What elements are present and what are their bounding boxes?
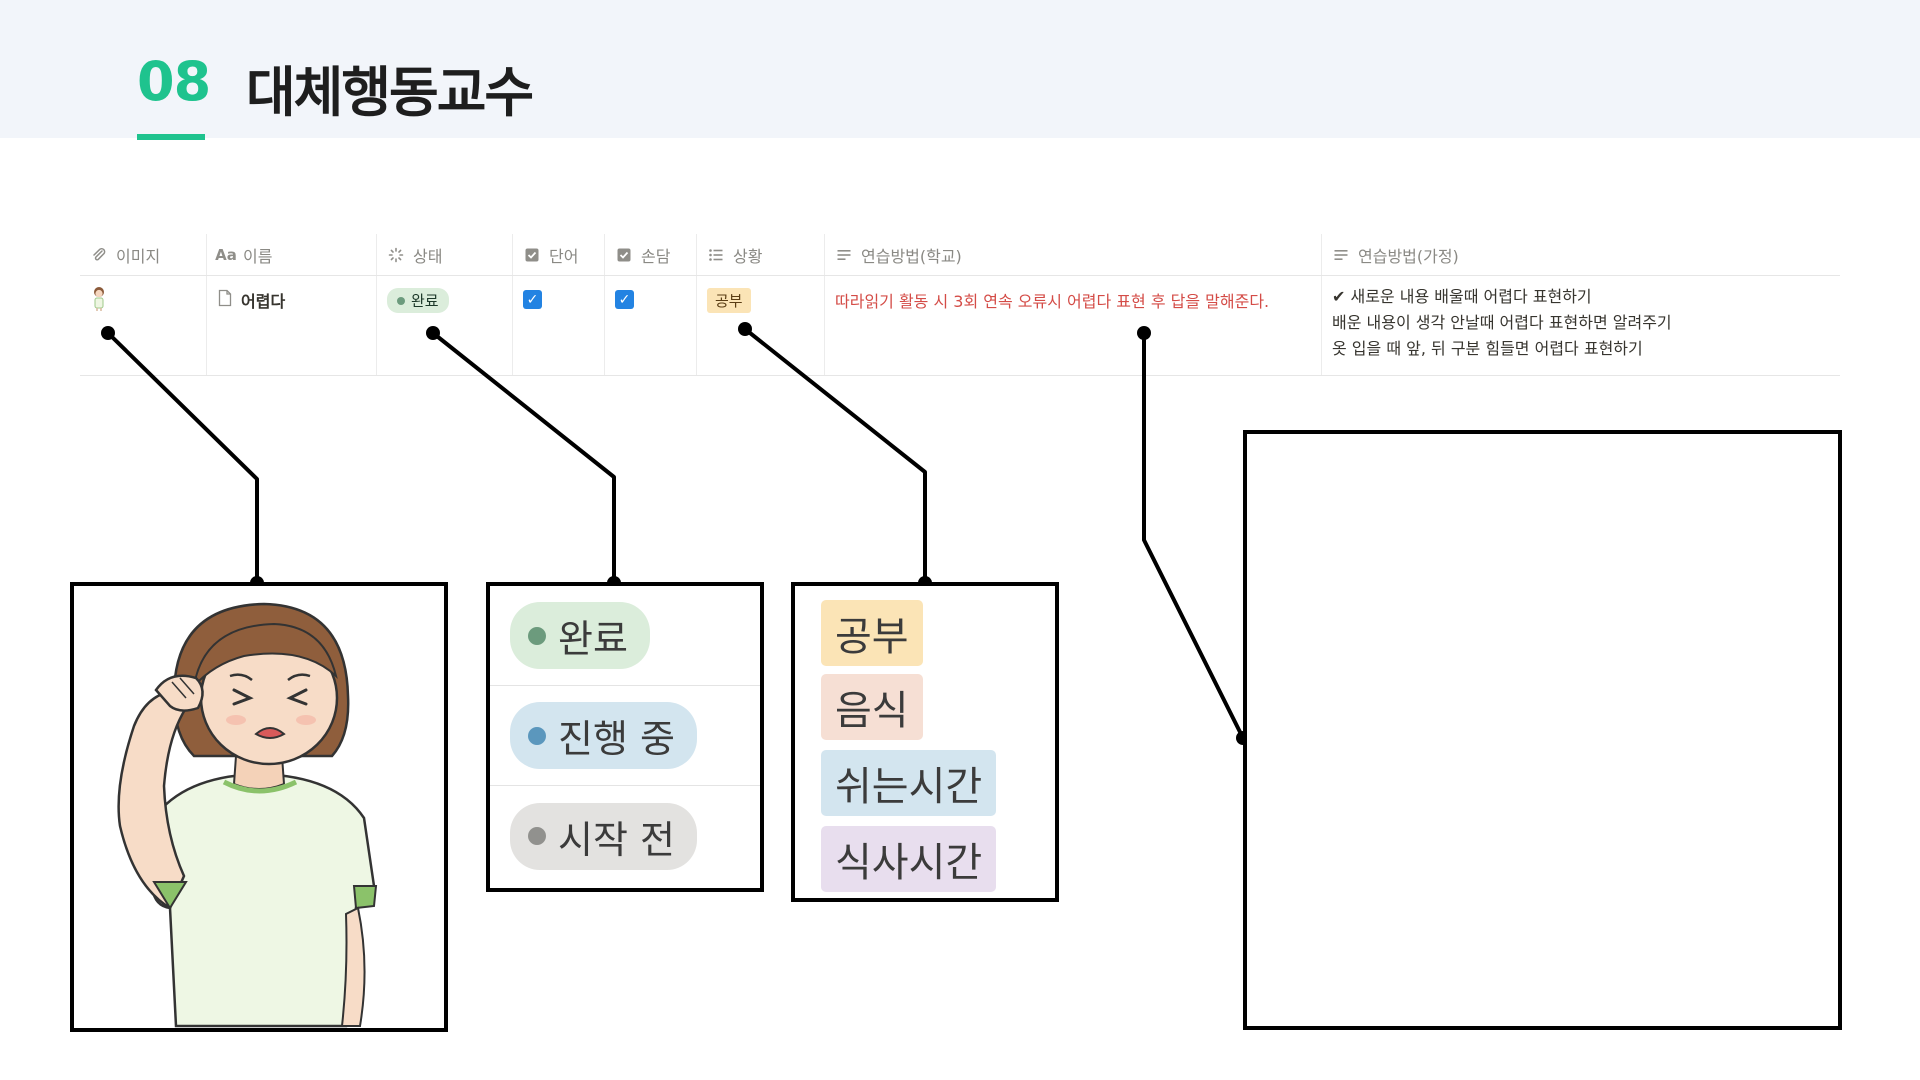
cell-school-method[interactable]: 따라읽기 활동 시 3회 연속 오류시 어렵다 표현 후 답을 말해준다. — [824, 276, 1321, 375]
status-dot — [528, 626, 546, 645]
cell-name[interactable]: 어렵다 — [206, 276, 376, 375]
status-dot — [397, 296, 405, 305]
cell-image[interactable] — [80, 276, 206, 375]
status-option-pill[interactable]: 진행 중 — [510, 702, 697, 769]
col-label: 연습방법(가정) — [1358, 247, 1459, 266]
col-label: 상황 — [733, 247, 763, 266]
situation-option-tag[interactable]: 공부 — [821, 600, 923, 666]
checkbox-icon — [615, 246, 633, 264]
character-thumbnail — [94, 287, 104, 311]
home-method-line: 배운 내용이 생각 안날때 어렵다 표현하면 알려주기 — [1332, 313, 1672, 332]
text-lines-icon — [835, 246, 853, 264]
page-title: 대체행동교수 — [246, 61, 534, 124]
checkbox-icon — [523, 246, 541, 264]
status-options-callout: 완료 진행 중 시작 전 — [486, 582, 764, 892]
col-header-image[interactable]: 이미지 — [80, 234, 206, 275]
status-option-pill[interactable]: 완료 — [510, 602, 650, 669]
school-method-text: 따라읽기 활동 시 3회 연속 오류시 어렵다 표현 후 답을 말해준다. — [835, 292, 1270, 311]
status-pill[interactable]: 완료 — [387, 288, 449, 313]
cell-sondam[interactable]: ✓ — [604, 276, 696, 375]
status-option[interactable]: 진행 중 — [490, 686, 760, 786]
status-label: 완료 — [411, 292, 439, 310]
col-label: 손담 — [641, 247, 671, 266]
status-option-label: 완료 — [558, 617, 628, 661]
text-aa-icon: Aa — [215, 246, 237, 264]
situation-options-callout: 공부 음식 쉬는시간 식사시간 — [791, 582, 1059, 902]
page-document-icon — [217, 289, 233, 311]
status-option-pill[interactable]: 시작 전 — [510, 802, 697, 870]
status-option-label: 진행 중 — [558, 717, 675, 761]
col-label: 이미지 — [116, 247, 161, 266]
page-header: 08 대체행동교수 — [0, 0, 1920, 140]
status-option-label: 시작 전 — [558, 817, 675, 862]
situation-tag[interactable]: 공부 — [707, 288, 751, 313]
situation-option-tag[interactable]: 음식 — [821, 674, 923, 740]
col-header-name[interactable]: Aa 이름 — [206, 234, 376, 275]
cell-word[interactable]: ✓ — [512, 276, 604, 375]
status-loader-icon — [387, 246, 405, 264]
troubled-character-illustration — [74, 586, 444, 1028]
col-header-sondam[interactable]: 손담 — [604, 234, 696, 275]
situation-option-tag[interactable]: 쉬는시간 — [821, 750, 997, 816]
col-header-school-method[interactable]: 연습방법(학교) — [824, 234, 1321, 275]
cell-situation[interactable]: 공부 — [696, 276, 824, 375]
section-number-underline — [137, 134, 205, 140]
paperclip-icon — [90, 246, 108, 264]
col-label: 연습방법(학교) — [861, 247, 962, 266]
col-label: 상태 — [413, 247, 443, 266]
status-option[interactable]: 시작 전 — [490, 786, 760, 886]
sondam-checkbox[interactable]: ✓ — [615, 290, 634, 309]
cell-status[interactable]: 완료 — [376, 276, 512, 375]
col-header-word[interactable]: 단어 — [512, 234, 604, 275]
section-number: 08 — [137, 50, 211, 113]
col-header-status[interactable]: 상태 — [376, 234, 512, 275]
image-callout-box — [70, 582, 448, 1032]
empty-callout-box — [1243, 430, 1842, 1030]
status-option[interactable]: 완료 — [490, 586, 760, 686]
cell-home-method[interactable]: ✔ 새로운 내용 배울때 어렵다 표현하기 배운 내용이 생각 안날때 어렵다 … — [1321, 276, 1840, 375]
home-method-line: 옷 입을 때 앞, 뒤 구분 힘들면 어렵다 표현하기 — [1332, 339, 1643, 358]
home-method-line: ✔ 새로운 내용 배울때 어렵다 표현하기 — [1332, 287, 1592, 306]
col-header-situation[interactable]: 상황 — [696, 234, 824, 275]
row-name: 어렵다 — [241, 292, 286, 311]
col-label: 단어 — [549, 247, 579, 266]
col-header-home-method[interactable]: 연습방법(가정) — [1321, 234, 1840, 275]
word-checkbox[interactable]: ✓ — [523, 290, 542, 309]
status-dot — [528, 726, 546, 745]
text-lines-icon — [1332, 246, 1350, 264]
situation-option-tag[interactable]: 식사시간 — [821, 826, 997, 892]
status-dot — [528, 827, 546, 845]
list-icon — [707, 246, 725, 264]
col-label: 이름 — [243, 247, 273, 266]
table-row[interactable]: 어렵다 완료 ✓ ✓ 공부 따라읽기 활동 시 3회 연속 오류시 어렵다 표현… — [80, 276, 1840, 376]
